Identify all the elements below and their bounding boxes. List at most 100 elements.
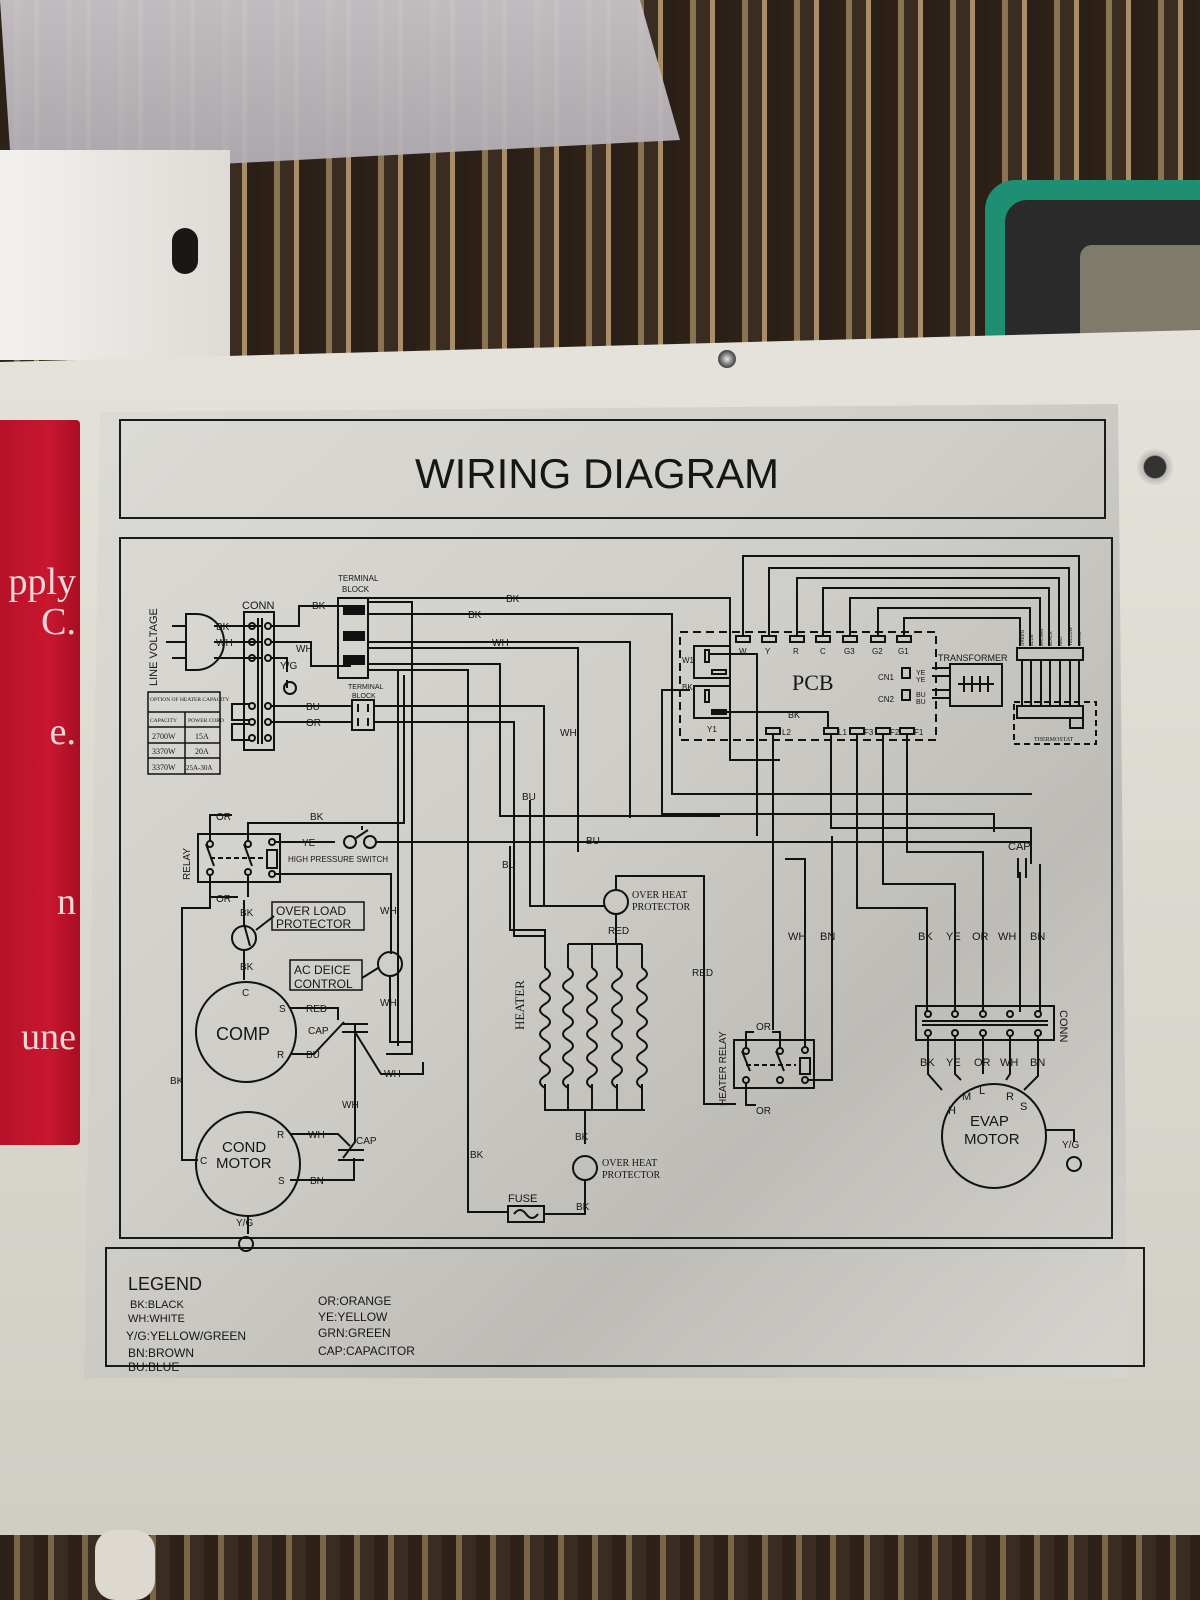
evap-wire-label: OR bbox=[974, 1057, 991, 1069]
wire-label-yg: Y/G bbox=[236, 1218, 253, 1229]
evap-motor-label: MOTOR bbox=[964, 1131, 1020, 1148]
over-heat-protector-label: PROTECTOR bbox=[602, 1170, 660, 1181]
title-box bbox=[119, 419, 1106, 519]
evap-conn-block bbox=[915, 1005, 1055, 1041]
wire-label-red: RED bbox=[306, 1004, 327, 1015]
wire-label-bk: BK bbox=[576, 1202, 590, 1213]
wire-label-bk: BK bbox=[310, 812, 324, 823]
legend-item: YE:YELLOW bbox=[318, 1310, 388, 1324]
label-plate bbox=[84, 404, 1128, 1378]
panel-hole bbox=[1135, 447, 1175, 487]
terminal-block-2 bbox=[351, 699, 375, 731]
evap-wire-label: YE bbox=[946, 1057, 961, 1069]
table-cell: 2700W bbox=[152, 732, 176, 741]
pcb-terminal-f2: F2 bbox=[890, 728, 900, 737]
thermostat-wire-label: BROWN bbox=[1039, 629, 1044, 646]
terminal-block-label: BLOCK bbox=[352, 693, 376, 700]
table-header: POWER CORD bbox=[188, 718, 224, 724]
legend-item: GRN:GREEN bbox=[318, 1326, 391, 1340]
line-voltage-label: LINE VOLTAGE bbox=[148, 608, 160, 686]
heater-relay-box bbox=[733, 1039, 815, 1089]
evap-motor-icon bbox=[941, 1083, 1047, 1189]
cn2-label: CN2 bbox=[878, 695, 895, 704]
wire-label-bk: BK bbox=[788, 710, 800, 720]
red-label-text: e. bbox=[49, 711, 76, 753]
transformer-icon bbox=[949, 663, 1003, 707]
foam-sheet bbox=[0, 0, 680, 165]
wire-label-wh: WH bbox=[342, 1100, 359, 1111]
red-label-text: C. bbox=[41, 601, 76, 643]
terminal-block-1 bbox=[337, 597, 369, 679]
cond-motor-terminal: S bbox=[278, 1176, 285, 1187]
comp-terminal: S bbox=[279, 1004, 286, 1015]
pcb-terminal-l1: L1 bbox=[838, 728, 847, 737]
evap-wire-label: WH bbox=[998, 931, 1016, 943]
comp-label: COMP bbox=[216, 1024, 270, 1044]
pcb-relay-y1 bbox=[693, 685, 731, 719]
evap-motor-terminal: H bbox=[948, 1105, 956, 1117]
pcb-terminal-y: Y bbox=[765, 647, 771, 656]
over-heat-protector-label: OVER HEAT bbox=[602, 1158, 657, 1169]
overload-protector-label: OVER LOAD bbox=[276, 904, 346, 918]
conn-block bbox=[243, 611, 275, 751]
bracket-hole bbox=[172, 228, 198, 274]
legend-title: LEGEND bbox=[128, 1274, 202, 1294]
wire-label-or: OR bbox=[216, 894, 231, 905]
pcb-terminal-g2: G2 bbox=[872, 647, 883, 656]
wire-label-red: RED bbox=[608, 926, 629, 937]
wire-label-or: OR bbox=[756, 1022, 771, 1033]
pcb-terminal-g1: G1 bbox=[898, 647, 909, 656]
wire-label-bk: BK bbox=[170, 1076, 184, 1087]
ground-icon bbox=[1066, 1156, 1082, 1172]
wire-label-bk: BK bbox=[216, 622, 230, 633]
wire-label-yg: Y/G bbox=[280, 661, 297, 672]
red-label-text: pply bbox=[8, 561, 76, 603]
plug-icon bbox=[185, 613, 225, 671]
fuse-icon bbox=[507, 1205, 545, 1223]
high-pressure-switch-label: HIGH PRESSURE SWITCH bbox=[288, 855, 388, 864]
wire-label-bu: BU bbox=[306, 702, 320, 713]
fuse-label: FUSE bbox=[508, 1193, 537, 1205]
wire-label-wh: WH bbox=[296, 644, 313, 655]
screw-icon bbox=[718, 350, 736, 368]
wire-label-wh: WH bbox=[788, 931, 806, 943]
ac-deice-label: CONTROL bbox=[294, 977, 353, 991]
heater-capacity-table bbox=[147, 691, 221, 775]
over-heat-protector-label: OVER HEAT bbox=[632, 890, 687, 901]
over-heat-protector-label: PROTECTOR bbox=[632, 902, 690, 913]
heater-label: HEATER bbox=[512, 980, 527, 1030]
thermostat-box bbox=[1013, 701, 1097, 745]
wire-label-bu: BU bbox=[306, 1050, 320, 1061]
evap-wire-label: BN bbox=[1030, 1057, 1045, 1069]
thermostat-label: THERMOSTAT bbox=[1034, 737, 1074, 743]
pcb-relay-label: Y1 bbox=[707, 725, 717, 734]
pcb-terminal-l2: L2 bbox=[782, 728, 791, 737]
wire-label-or: OR bbox=[216, 812, 231, 823]
red-warning-label: pply C. e. n une bbox=[0, 420, 80, 1145]
pcb-relay-w1 bbox=[693, 645, 731, 679]
ac-deice-label: AC DEICE bbox=[294, 963, 351, 977]
legend-item: BK:BLACK bbox=[130, 1299, 184, 1311]
pcb-terminal-g3: G3 bbox=[844, 647, 855, 656]
wire-label-bu: BU bbox=[586, 836, 600, 847]
comp-terminal: R bbox=[277, 1050, 284, 1061]
evap-wire-label: WH bbox=[1000, 1057, 1018, 1069]
wire-label-wh: WH bbox=[560, 728, 577, 739]
cap-label: CAP bbox=[308, 1026, 329, 1037]
pcb-terminal-r: R bbox=[793, 647, 799, 656]
table-title: OPTION OF HEATER CAPACITY bbox=[150, 697, 229, 703]
legend-item: BN:BROWN bbox=[128, 1346, 194, 1360]
terminal-block-label: TERMINAL bbox=[338, 574, 379, 583]
wire-label-bk: BK bbox=[468, 610, 482, 621]
cond-motor-terminal: C bbox=[200, 1156, 207, 1167]
wire-label-ye: YE bbox=[302, 838, 316, 849]
evap-motor-terminal: L bbox=[979, 1085, 985, 1097]
legend-item: OR:ORANGE bbox=[318, 1294, 391, 1308]
diagram-title: WIRING DIAGRAM bbox=[415, 450, 779, 497]
thermostat-wire-label: BLUE bbox=[1029, 634, 1034, 646]
pcb-terminal-w: W bbox=[739, 647, 747, 656]
evap-wire-label: OR bbox=[972, 931, 989, 943]
relay-label: RELAY bbox=[182, 848, 193, 880]
relay-box bbox=[197, 833, 281, 883]
